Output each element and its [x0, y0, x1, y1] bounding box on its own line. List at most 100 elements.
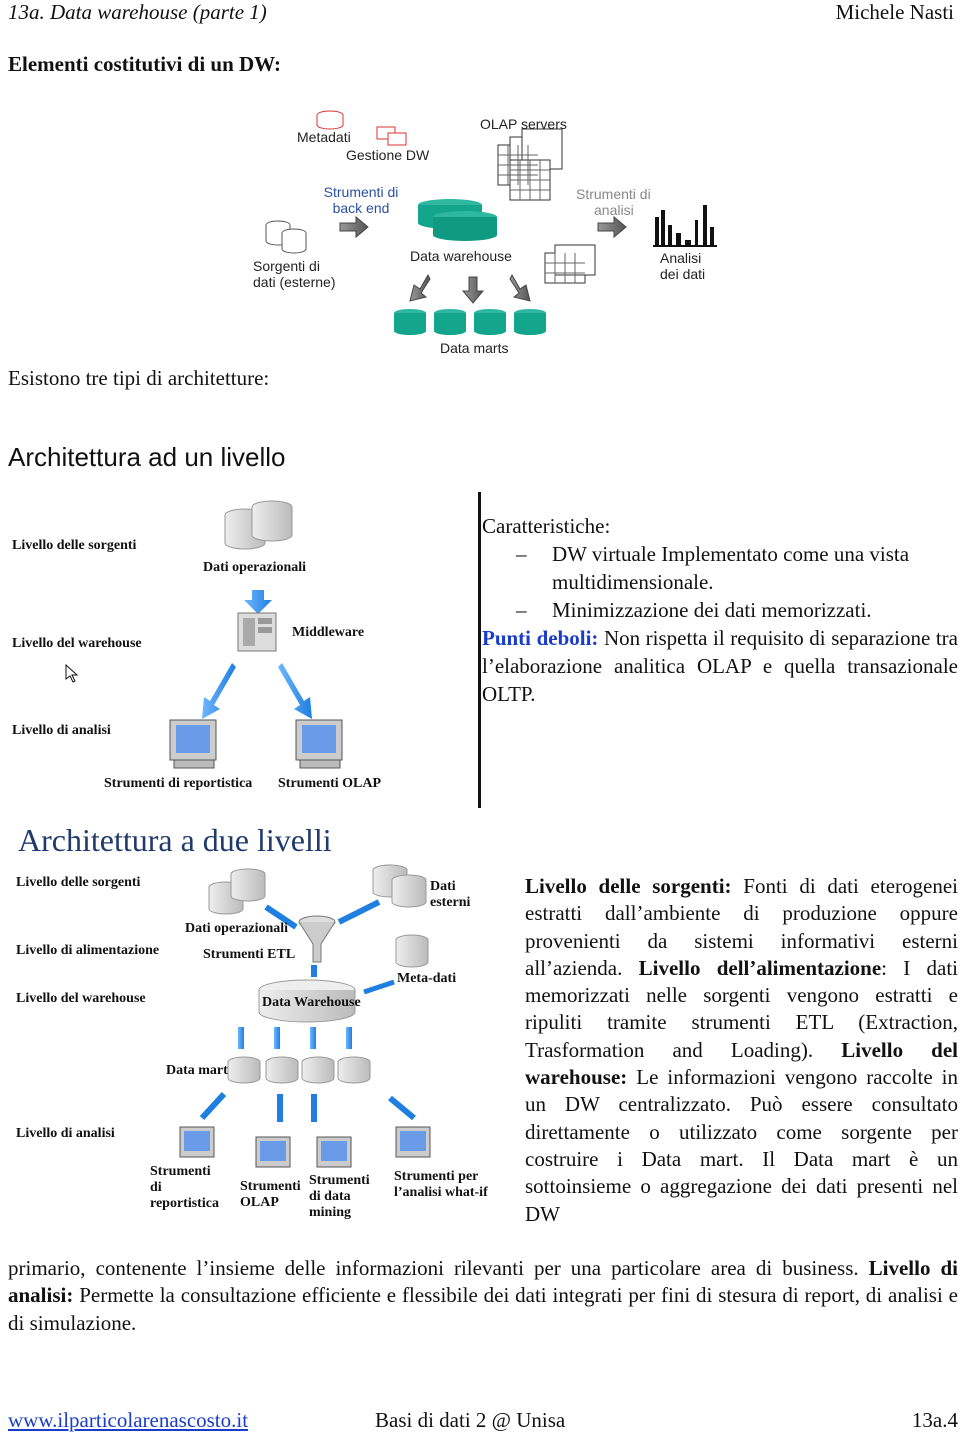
arch1-pc-left-icon	[169, 719, 217, 769]
header-author: Michele Nasti	[835, 0, 954, 24]
data-warehouse-icon	[418, 199, 497, 241]
arch2-reportistica-label: Strumenti di reportistica	[150, 1164, 219, 1212]
analisi-tools-label-1: Strumenti di	[576, 186, 651, 202]
arch2-diagram: Livello delle sorgenti Dati operazionali…	[4, 862, 504, 1232]
dw-cylinder-icon	[258, 979, 356, 1023]
arch1-graphic	[65, 500, 343, 769]
section-title: Elementi costitutivi di un DW:	[8, 52, 282, 76]
dati-esterni-1: Dati	[430, 879, 456, 894]
characteristic-bullet-1: DW virtuale Implementato come una vista …	[482, 540, 958, 596]
sorgenti-label: Sorgenti di dati (esterne)	[253, 258, 335, 290]
header-title: 13a. Data warehouse (parte 1)	[8, 0, 267, 24]
footer-course: Basi di dati 2 @ Unisa	[375, 1408, 566, 1432]
arch1-sorgenti-label: Livello delle sorgenti	[12, 538, 137, 553]
dm-1: Strumenti	[309, 1173, 370, 1188]
arch2-dati-esterni-label: Dati esterni	[430, 879, 470, 911]
etl-arrow-left	[264, 904, 298, 930]
desc-analisi-label: Livello di analisi:	[8, 1256, 958, 1308]
characteristic-bullet-2: Minimizzazione dei dati memorizzati.	[482, 596, 958, 624]
footer-link[interactable]: www.ilparticolarenascosto.it	[8, 1408, 249, 1432]
desc-continuation: primario, contenente l’insieme delle inf…	[8, 1256, 859, 1280]
data-mart-cylinders	[227, 1056, 371, 1084]
arch2-graphic	[179, 864, 431, 1168]
analisi-tools-label: Strumenti di analisi	[576, 186, 651, 218]
desc-sorgenti-label: Livello delle sorgenti:	[525, 874, 732, 898]
arch2-description: Livello delle sorgenti: Fonti di dati et…	[525, 873, 958, 1228]
arch1-db-icon	[224, 500, 293, 550]
arch2-sorgenti-label: Livello delle sorgenti	[16, 875, 141, 890]
arch1-left-arrow	[202, 663, 236, 719]
funnel-icon	[298, 915, 336, 963]
sorgenti-icon	[265, 220, 307, 254]
intro-text: Esistono tre tipi di architetture:	[8, 366, 270, 390]
arch1-pc-right-icon	[295, 719, 343, 769]
meta-arrow	[363, 979, 395, 995]
arch2-dw-label: Data Warehouse	[262, 995, 361, 1010]
olap-1: Strumenti	[240, 1179, 301, 1194]
arch2-meta-label: Meta-dati	[397, 971, 457, 986]
arch2-db-icons	[208, 864, 429, 968]
arch2-whatif-label: Strumenti per l’analisi what-if	[394, 1169, 488, 1201]
arch1-olap-label: Strumenti OLAP	[278, 776, 382, 791]
desc-warehouse-text: Le informazioni vengono raccolte in un D…	[525, 1065, 958, 1226]
dw-components-graphic	[265, 110, 717, 335]
olap-2: OLAP	[240, 1195, 279, 1210]
arch2-dati-op-label: Dati operazionali	[185, 921, 289, 936]
metadati-icon	[316, 110, 344, 130]
dw-down-arrows	[238, 1027, 352, 1049]
arch1-down-arrow	[244, 590, 272, 614]
analysis-arrows	[199, 1091, 416, 1122]
down-arrows	[409, 273, 531, 304]
analisi-dati-label-2: dei dati	[660, 266, 706, 282]
data-marts-icon	[394, 309, 546, 335]
olap-cubes-icon	[497, 128, 563, 201]
olap-servers-label: OLAP servers	[480, 116, 567, 132]
gestione-icon	[376, 126, 407, 146]
punti-deboli: Punti deboli: Non rispetta il requisito …	[482, 624, 958, 708]
back-end-arrow	[339, 215, 369, 239]
analisi-chart-icon	[653, 205, 717, 247]
desc-sorgenti-text: Fonti di dati eterogenei estratti dall’a…	[525, 874, 959, 980]
back-end-label: Strumenti di back end	[320, 184, 402, 216]
arch1-middleware-label: Middleware	[292, 625, 365, 640]
arch2-pc-icons	[179, 1126, 431, 1168]
analisi-arrow	[597, 215, 627, 239]
arch2-etl-label: Strumenti ETL	[203, 947, 296, 962]
arch1-title: Architettura ad un livello	[8, 442, 286, 472]
arch2-alimentazione-label: Livello di alimentazione	[16, 943, 160, 958]
dati-esterni-2: esterni	[430, 895, 471, 910]
arch1-characteristics: Caratteristiche: DW virtuale Implementat…	[482, 512, 958, 708]
page-number: 13a.4	[911, 1408, 958, 1432]
back-end-label-2: back end	[332, 200, 390, 216]
desc-alimentazione-label: Livello dell’alimentazione	[638, 955, 882, 980]
analisi-dati-label: Analisi dei dati	[660, 250, 705, 282]
cube-small-icon	[544, 244, 596, 284]
rep-2: di	[150, 1180, 162, 1195]
arch1-dati-op-label: Dati operazionali	[203, 560, 307, 575]
wi-2: l’analisi what-if	[394, 1185, 488, 1200]
desc-alimentazione-text: : I dati memorizzati nelle sorgenti veng…	[525, 955, 958, 1062]
arch2-title: Architettura a due livelli	[18, 822, 332, 858]
etl-arrow-right	[337, 899, 381, 925]
cursor-icon	[65, 663, 79, 683]
arch2-olap-label: Strumenti OLAP	[240, 1179, 301, 1211]
metadati-label: Metadati	[297, 129, 351, 145]
arch2-dm-label: Strumenti di data mining	[309, 1173, 370, 1221]
back-end-label-1: Strumenti di	[323, 184, 399, 200]
divider-line	[478, 492, 481, 808]
punti-deboli-label: Punti deboli:	[482, 626, 599, 650]
analisi-tools-label-2: analisi	[594, 202, 634, 218]
rep-1: Strumenti	[150, 1164, 211, 1179]
arch2-description-continued: primario, contenente l’insieme delle inf…	[8, 1255, 958, 1337]
gestione-label: Gestione DW	[346, 147, 430, 163]
arch1-diagram: Livello delle sorgenti Dati operazionali…	[0, 495, 470, 805]
wi-1: Strumenti per	[394, 1169, 479, 1184]
arch2-analisi-label: Livello di analisi	[16, 1126, 115, 1141]
data-warehouse-label: Data warehouse	[410, 248, 512, 264]
arch1-analisi-label: Livello di analisi	[12, 723, 111, 738]
dm-2: di data	[309, 1189, 351, 1204]
analisi-dati-label-1: Analisi	[660, 250, 702, 266]
arch2-data-mart-label: Data mart	[166, 1063, 228, 1078]
arch2-warehouse-label: Livello del warehouse	[16, 991, 146, 1006]
arch1-right-arrow	[278, 663, 312, 719]
